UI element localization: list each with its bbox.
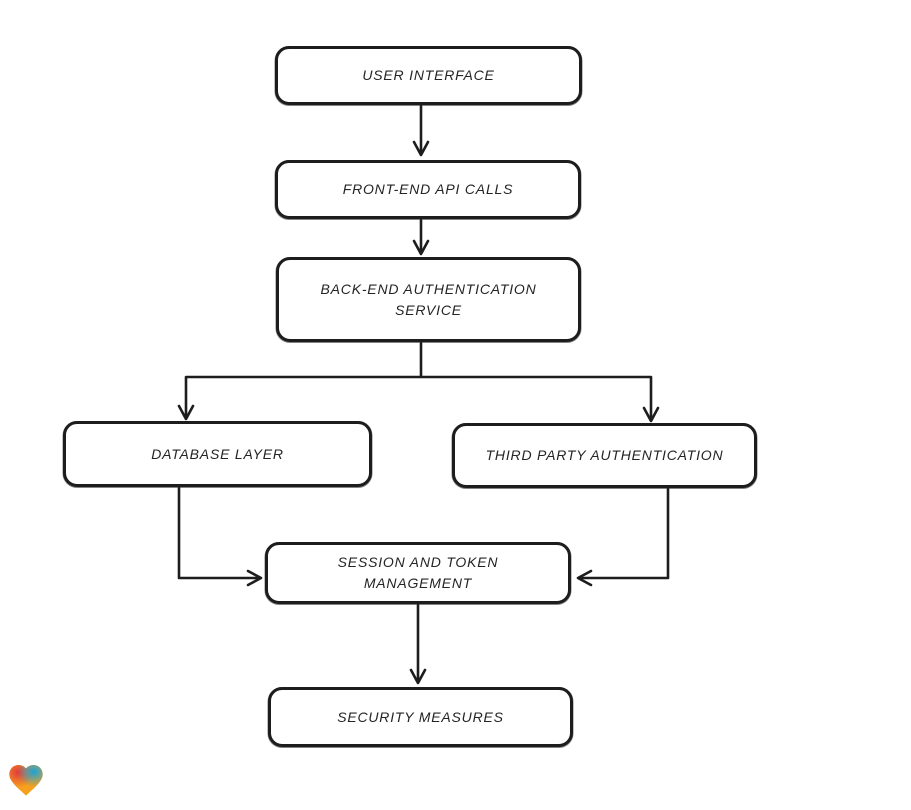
node-label: USER INTERFACE	[362, 67, 495, 83]
node-label: FRONT-END API CALLS	[342, 181, 514, 197]
node-label: SESSION AND TOKEN MANAGEMENT	[337, 554, 499, 591]
edge-thirdparty-to-session	[576, 487, 670, 587]
node-label: BACK-END AUTHENTICATION SERVICE	[320, 280, 537, 318]
node-frontend-api-calls: FRONT-END API CALLS	[275, 160, 581, 219]
heart-logo-icon	[9, 765, 43, 796]
node-security-measures: SECURITY MEASURES	[268, 687, 573, 747]
node-user-interface: USER INTERFACE	[275, 46, 582, 105]
node-session-token-management: SESSION AND TOKEN MANAGEMENT	[265, 542, 571, 604]
node-label: SECURITY MEASURES	[337, 708, 504, 725]
edge-database-to-session	[177, 486, 263, 587]
edge-frontend-to-backend	[412, 218, 430, 256]
node-backend-auth-service: BACK-END AUTHENTICATION SERVICE	[276, 257, 581, 342]
node-label: DATABASE LAYER	[151, 445, 284, 462]
edge-user-interface-to-frontend	[412, 104, 430, 157]
edge-backend-branch	[177, 341, 660, 423]
node-label: THIRD PARTY AUTHENTICATION	[485, 447, 724, 463]
edge-session-to-security	[409, 603, 427, 685]
node-third-party-auth: THIRD PARTY AUTHENTICATION	[452, 423, 757, 488]
node-database-layer: DATABASE LAYER	[63, 421, 372, 487]
